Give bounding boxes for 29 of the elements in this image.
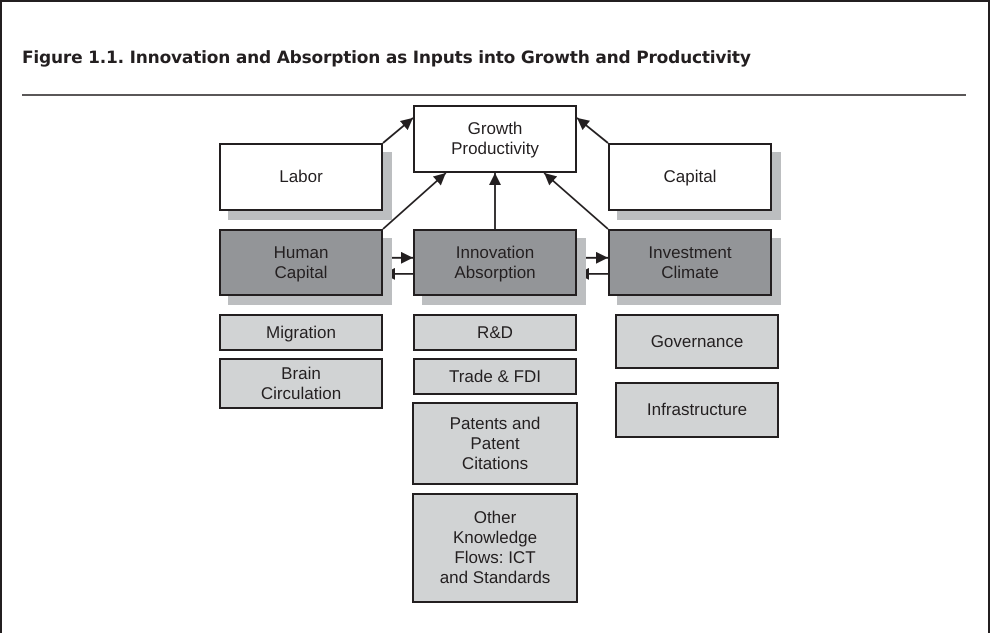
- box-label: Migration: [266, 322, 336, 342]
- arrow: [544, 172, 609, 230]
- output-box: [413, 105, 577, 173]
- factor-box: [615, 314, 779, 369]
- factor-box: [219, 314, 383, 351]
- box-label: Labor: [279, 167, 323, 187]
- factor-box: [219, 358, 383, 409]
- arrow: [382, 117, 414, 144]
- factor-box: [413, 314, 577, 351]
- box-label: Innovation Absorption: [453, 242, 537, 282]
- arrow: [489, 173, 501, 229]
- box-label: Other Knowledge Flows: ICT and Standards: [438, 508, 552, 588]
- box-label: Brain Circulation: [260, 364, 342, 404]
- arrow: [576, 117, 609, 144]
- box-label: Capital: [664, 167, 716, 187]
- box-label: Growth Productivity: [450, 119, 540, 159]
- factor-box: [413, 358, 577, 395]
- box-label: Infrastructure: [646, 400, 748, 420]
- figure-title: Figure 1.1. Innovation and Absorption as Inputs into Growth and Productivity: [22, 48, 751, 68]
- box-label: Human Capital: [272, 242, 330, 282]
- box-label: Investment Climate: [647, 242, 733, 282]
- arrow: [382, 172, 446, 230]
- box-label: Trade & FDI: [449, 366, 541, 386]
- factor-box: [412, 493, 578, 603]
- box-label: R&D: [477, 322, 513, 342]
- factor-box: [615, 382, 779, 438]
- factor-box: [412, 402, 578, 485]
- box-label: Patents and Patent Citations: [448, 414, 542, 474]
- box-label: Governance: [650, 332, 744, 352]
